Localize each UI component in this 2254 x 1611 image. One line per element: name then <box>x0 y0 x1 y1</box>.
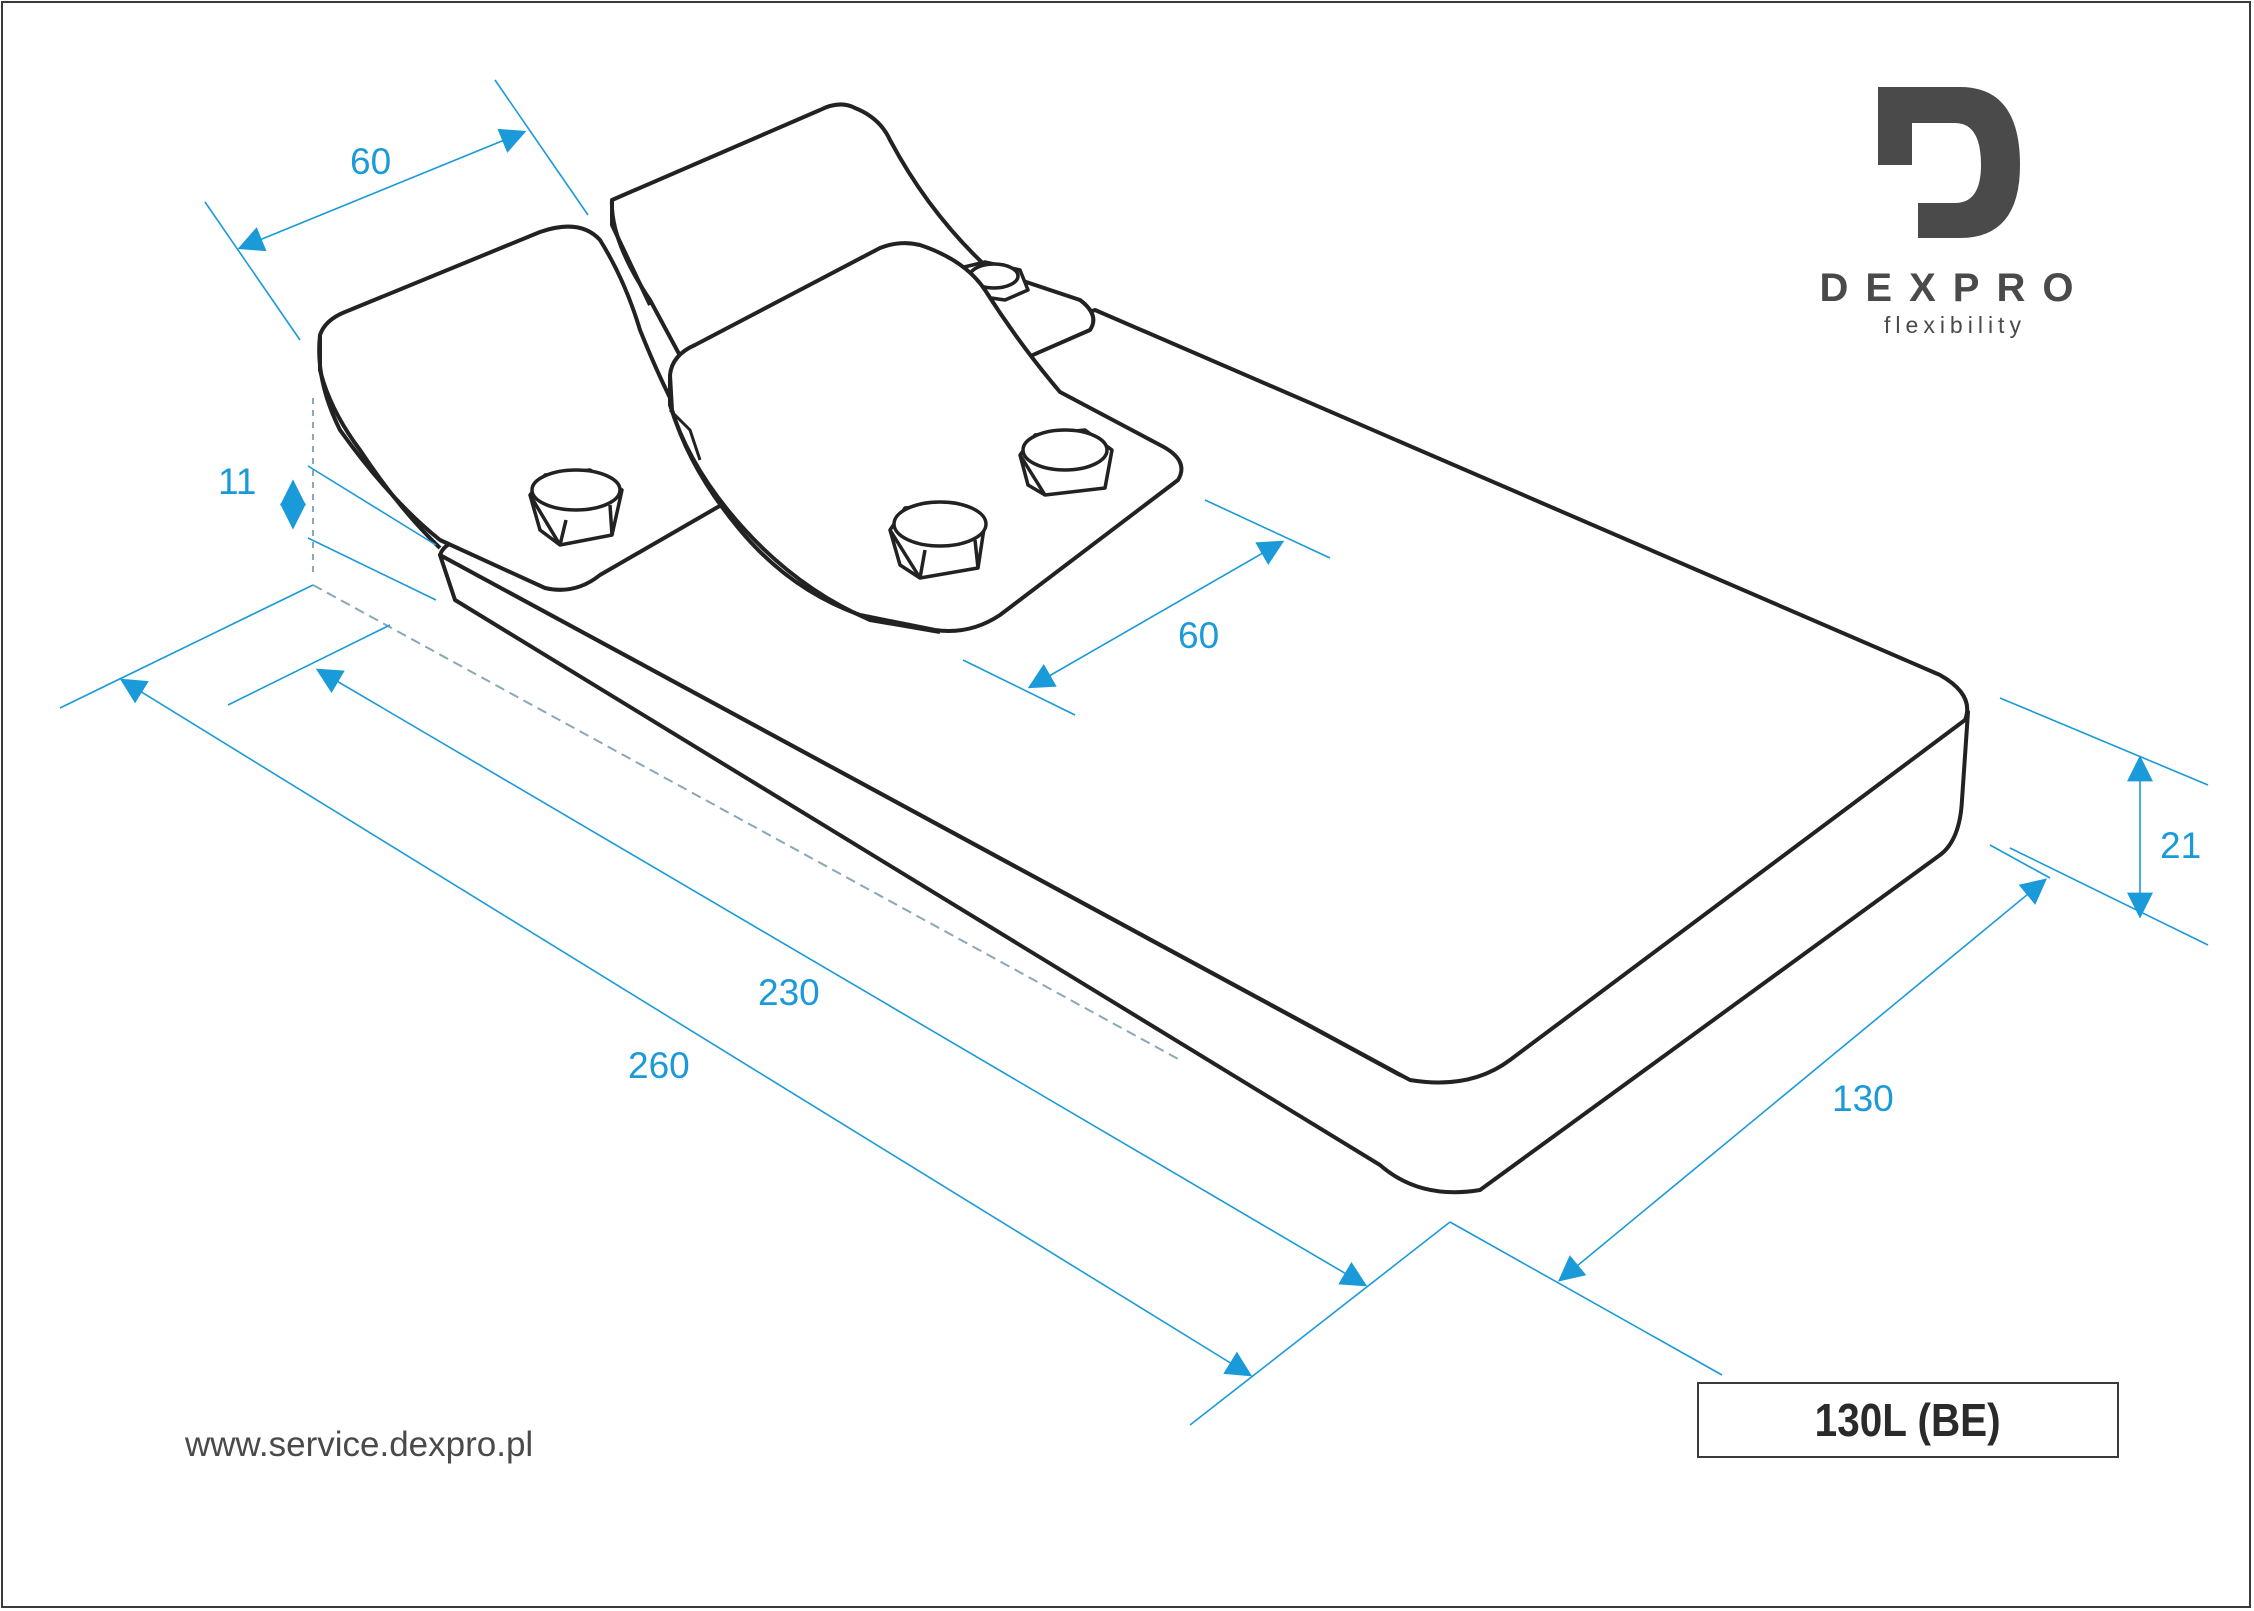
dim-line-top-60 <box>237 128 527 252</box>
dim-label-260: 260 <box>628 1045 690 1086</box>
d-letter-logo-icon <box>1878 87 2020 238</box>
dimension-labels: 60 11 60 230 260 130 21 <box>218 141 2201 1119</box>
dim-label-front-60: 60 <box>1178 615 1219 656</box>
front-foot <box>668 241 1184 633</box>
model-label: 130L (BE) <box>1815 1394 2001 1446</box>
brand-tagline: flexibility <box>1884 312 2026 338</box>
dim-label-top-60: 60 <box>350 141 391 182</box>
front-right-hex-nut <box>1018 428 1114 497</box>
dim-line-130 <box>1557 878 2048 1282</box>
dim-label-130: 130 <box>1832 1078 1894 1119</box>
bracket <box>317 102 1184 634</box>
front-left-hex-nut <box>888 500 988 580</box>
website-url: www.service.dexpro.pl <box>185 1425 534 1464</box>
dim-label-21: 21 <box>2160 825 2201 866</box>
dim-line-230 <box>315 668 1368 1287</box>
dim-label-11: 11 <box>218 461 256 502</box>
dim-label-230: 230 <box>758 972 820 1013</box>
dim-line-front-60 <box>1027 540 1285 689</box>
left-hex-nut <box>528 468 624 547</box>
brand-name: DEXPRO <box>1819 266 2091 310</box>
model-box: 130L (BE) <box>1697 1382 2119 1458</box>
front-foot-underside <box>668 408 702 461</box>
dimension-lines <box>59 79 2209 1426</box>
